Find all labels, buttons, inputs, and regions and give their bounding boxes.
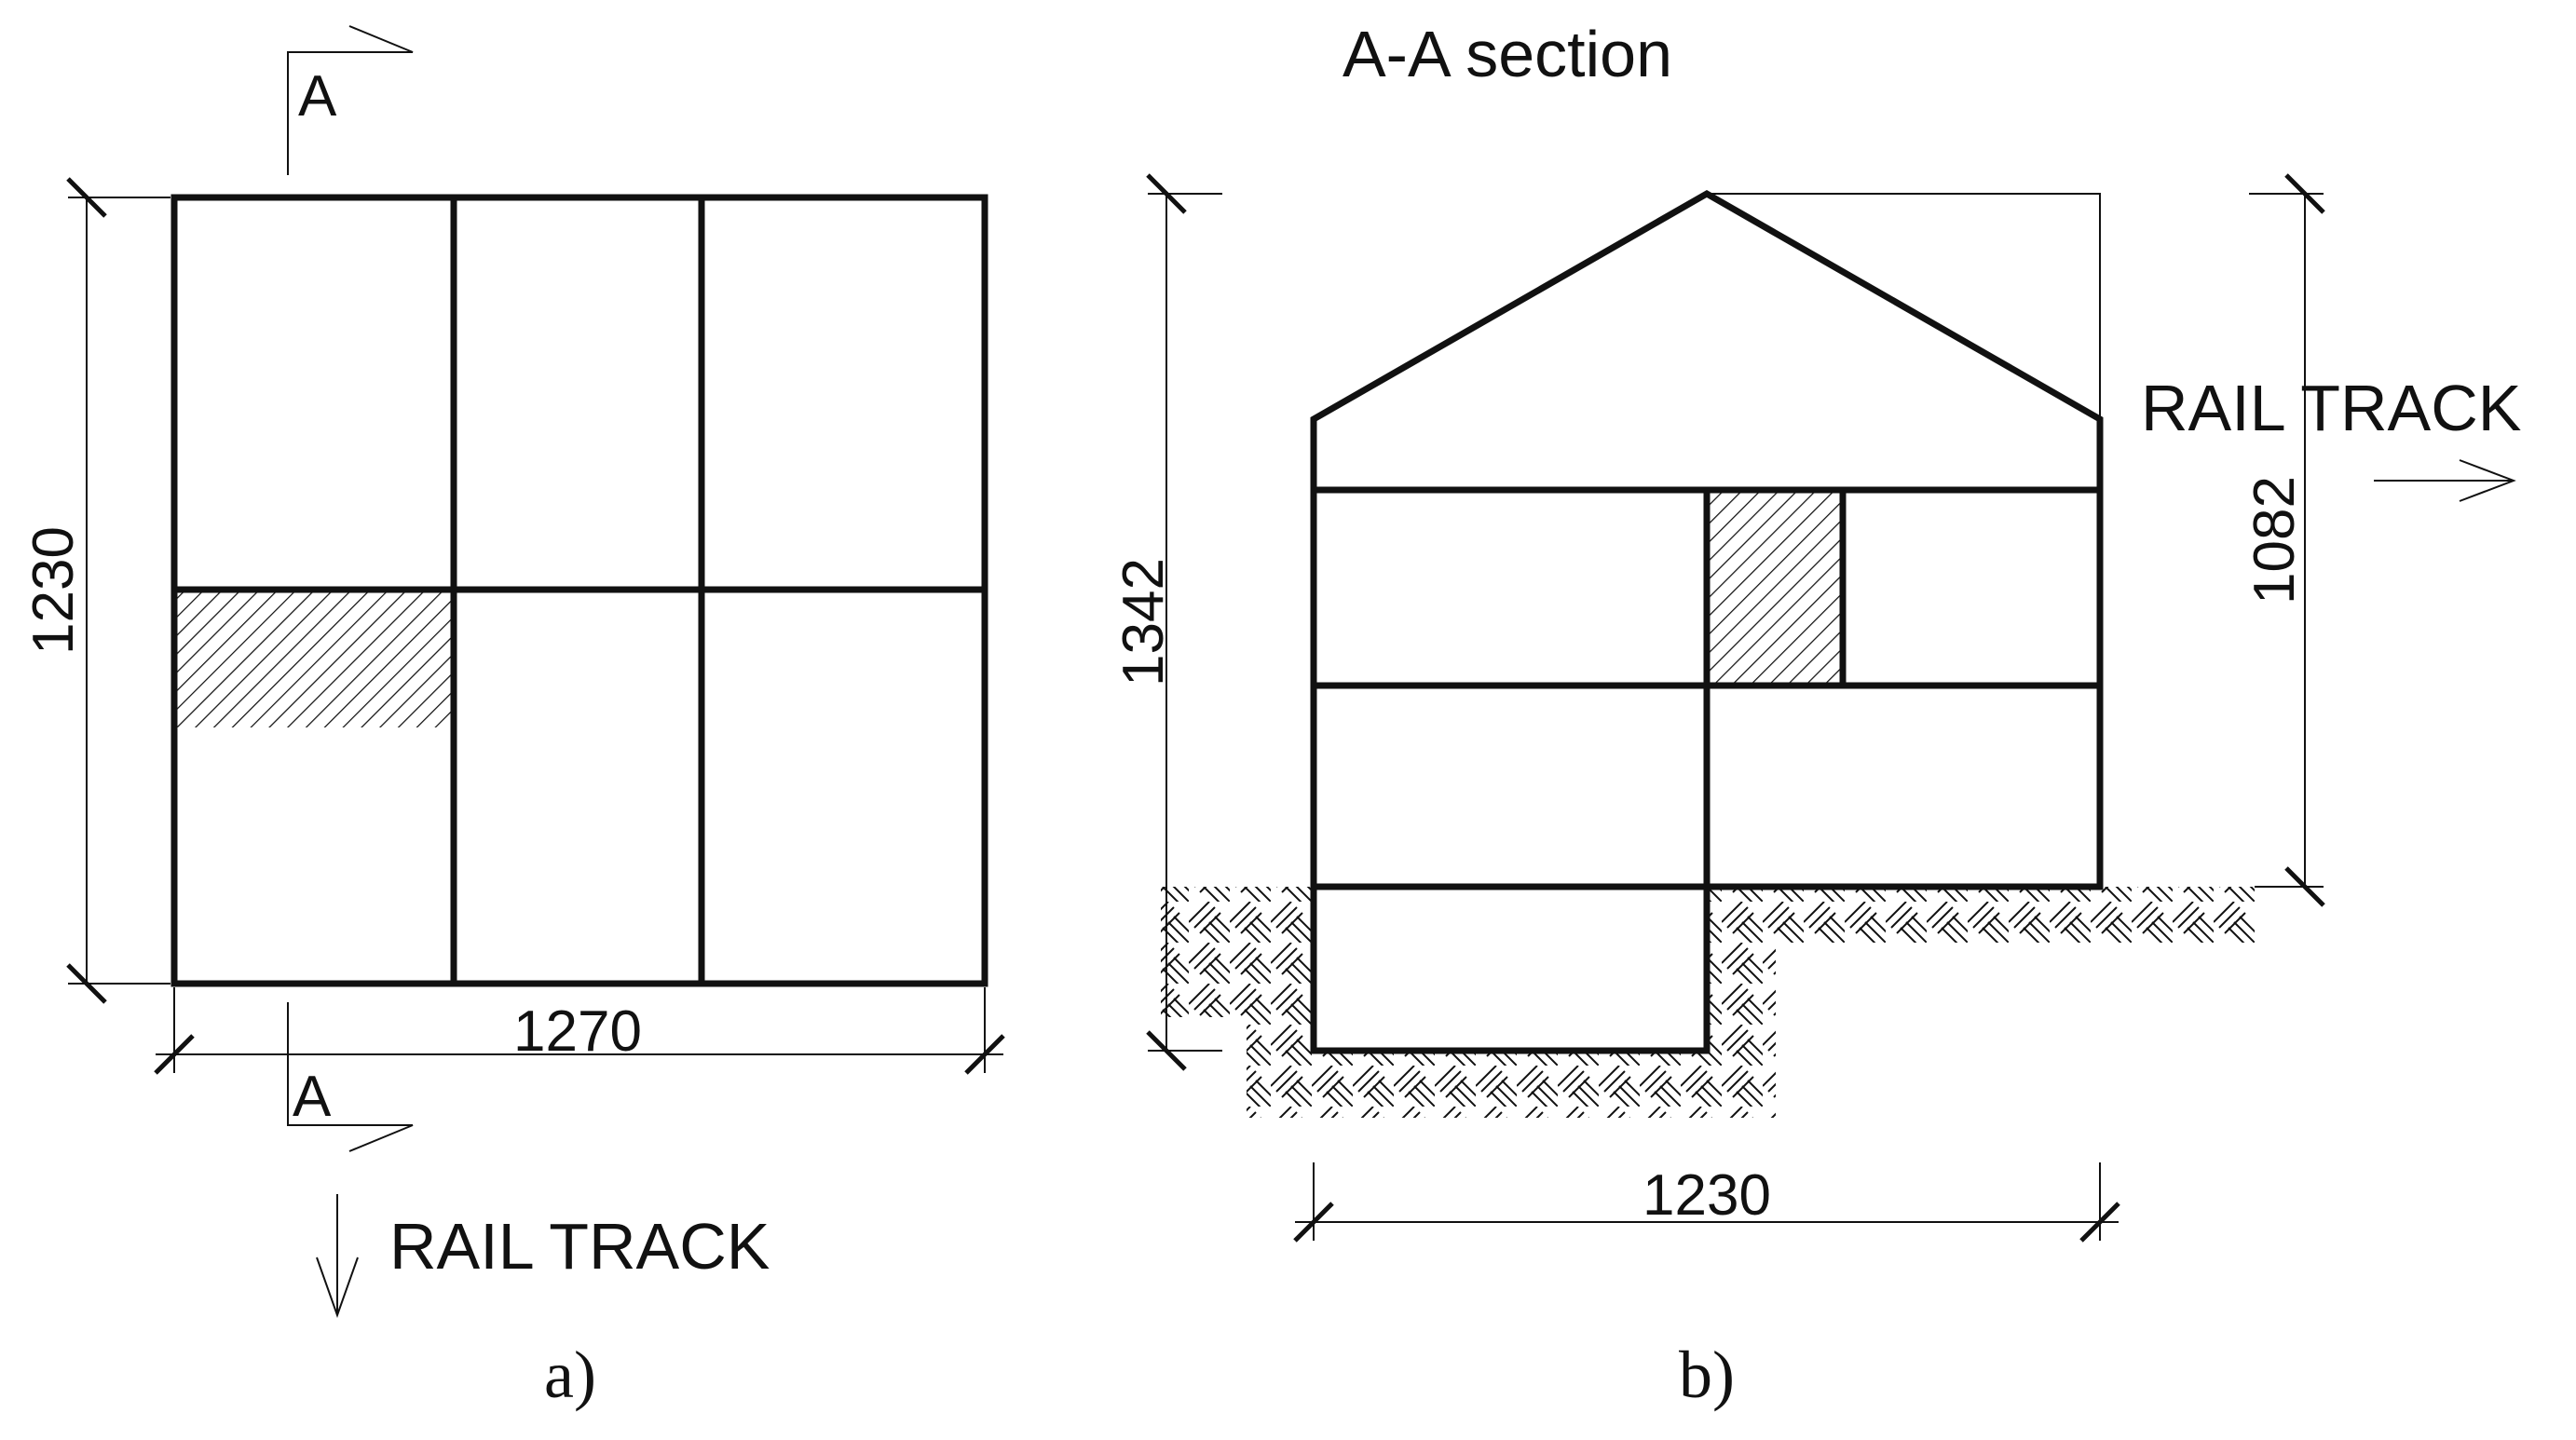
basement (1310, 883, 1711, 1054)
plan-rail-track-label: RAIL TRACK (389, 1210, 770, 1283)
section-width-dimension: 1230 (1293, 1162, 2120, 1243)
section-marker-top: A (287, 25, 414, 175)
section-total-height-value: 1342 (1111, 558, 1176, 686)
section-above-ground-value: 1082 (2242, 476, 2307, 605)
plan-height-value: 1230 (21, 526, 86, 655)
section-rail-track-label: RAIL TRACK (2141, 372, 2521, 444)
plan-view: A A 1230 1270 R (21, 25, 1005, 1412)
section-rail-track-direction: RAIL TRACK (2141, 372, 2521, 502)
plan-shaded-area (174, 590, 454, 727)
section-caption: b) (1679, 1338, 1735, 1412)
plan-rail-track-direction: RAIL TRACK (316, 1194, 770, 1318)
section-view: A-A section 1342 (1111, 18, 2521, 1412)
roof-outline (1310, 189, 2104, 494)
section-shaded-area (1707, 490, 1843, 686)
section-width-value: 1230 (1642, 1163, 1771, 1228)
section-marker-top-label: A (298, 64, 337, 129)
section-above-ground-dimension: 1082 (2242, 173, 2325, 907)
plan-width-dimension: 1270 (154, 987, 1005, 1075)
section-marker-bottom-label: A (293, 1065, 332, 1129)
plan-width-value: 1270 (513, 999, 642, 1064)
section-marker-bottom: A (287, 1002, 414, 1152)
section-total-height-dimension: 1342 (1111, 173, 1222, 1071)
section-title: A-A section (1343, 18, 1672, 90)
plan-caption: a) (544, 1338, 596, 1412)
plan-height-dimension: 1230 (21, 177, 170, 1004)
